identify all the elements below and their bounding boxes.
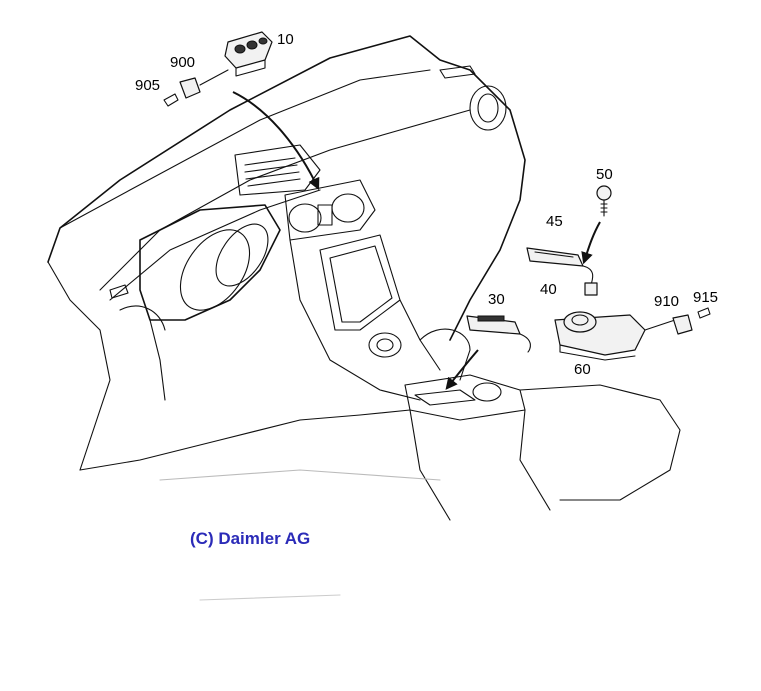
part-60-control-unit [554, 311, 676, 361]
dashboard-outline [47, 35, 526, 471]
label-part-45: 45 [546, 213, 563, 230]
copyright-notice: (C) Daimler AG [190, 529, 311, 548]
arrow-50-to-45 [581, 221, 601, 265]
label-part-50: 50 [596, 166, 613, 183]
label-part-60: 60 [574, 361, 591, 378]
floor-sketch [159, 469, 441, 601]
part-905-pin [163, 93, 179, 107]
instrument-cluster [119, 204, 281, 401]
label-part-900: 900 [170, 54, 196, 71]
part-50-screw [596, 185, 612, 217]
center-stack [284, 179, 441, 401]
label-part-30: 30 [488, 291, 505, 308]
label-part-910: 910 [654, 293, 680, 310]
label-part-905: 905 [135, 77, 161, 94]
part-30-switch [466, 315, 531, 353]
part-915-pin [697, 307, 711, 319]
lower-console [79, 328, 681, 521]
part-40-harness [582, 265, 598, 296]
part-45-bracket [526, 247, 584, 267]
label-part-915: 915 [693, 289, 719, 306]
arrow-30-to-console [445, 349, 479, 390]
part-900-connector [179, 69, 229, 99]
arrow-to-center-vent [232, 91, 320, 191]
label-part-40: 40 [540, 281, 557, 298]
part-10-switch [224, 31, 273, 77]
part-910-connector [672, 314, 693, 335]
label-part-10: 10 [277, 31, 294, 48]
